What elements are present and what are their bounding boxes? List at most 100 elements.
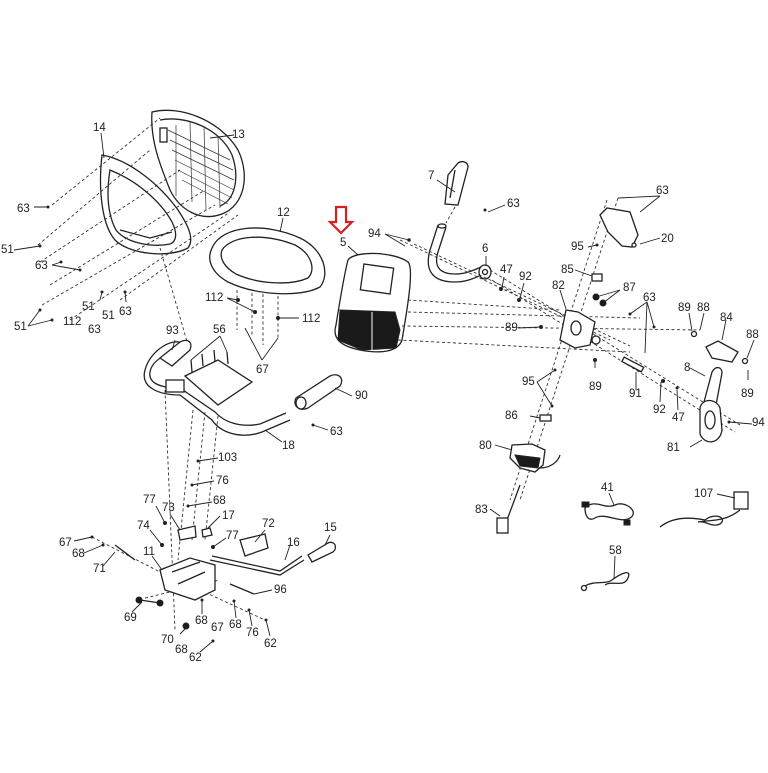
leader-lines <box>13 132 755 653</box>
part-label-68: 68 <box>175 644 188 656</box>
part-label-93: 93 <box>166 325 179 337</box>
part-label-68: 68 <box>213 495 226 507</box>
part-label-103: 103 <box>218 452 238 464</box>
part-label-41: 41 <box>601 482 614 494</box>
part-label-88: 88 <box>746 329 759 341</box>
part-label-107: 107 <box>694 488 714 500</box>
part-label-16: 16 <box>287 537 300 549</box>
part-label-20: 20 <box>661 233 674 245</box>
part-label-14: 14 <box>93 122 106 134</box>
highlight-arrow <box>327 205 355 235</box>
grip-93 <box>158 339 192 367</box>
part-label-92: 92 <box>653 404 666 416</box>
part-label-85: 85 <box>561 264 574 276</box>
part-label-112: 112 <box>302 313 321 325</box>
cover-20 <box>599 207 639 248</box>
part-label-77: 77 <box>226 530 239 542</box>
part-label-77: 77 <box>143 494 156 506</box>
part-label-88: 88 <box>697 302 710 314</box>
part-label-68: 68 <box>229 619 242 631</box>
crank-arm-91 <box>621 356 645 373</box>
part-label-112: 112 <box>205 292 224 304</box>
part-label-63: 63 <box>88 324 101 336</box>
part-label-63: 63 <box>119 306 132 318</box>
handle-grip-7 <box>444 160 469 206</box>
part-label-82: 82 <box>552 280 565 292</box>
cable-41 <box>581 501 634 526</box>
part-label-63: 63 <box>330 426 343 438</box>
part-label-89: 89 <box>741 388 754 400</box>
part-label-62: 62 <box>189 652 202 664</box>
grip-90 <box>294 374 343 410</box>
part-label-8: 8 <box>684 362 691 374</box>
part-label-63: 63 <box>507 198 520 210</box>
part-label-91: 91 <box>629 388 642 400</box>
knob-73 <box>177 525 197 541</box>
part-label-68: 68 <box>195 615 208 627</box>
part-label-84: 84 <box>720 312 733 324</box>
seat-plate <box>165 359 254 406</box>
axle-96 <box>229 583 255 595</box>
part-label-89: 89 <box>505 322 518 334</box>
part-label-71: 71 <box>93 563 106 575</box>
part-label-11: 11 <box>143 546 155 558</box>
part-label-81: 81 <box>667 442 680 454</box>
bracket-6 <box>478 264 492 280</box>
part-label-76: 76 <box>246 627 259 639</box>
part-label-74: 74 <box>137 520 150 532</box>
ac-adapter-107 <box>659 491 749 528</box>
stabilizer-83 <box>496 484 521 534</box>
part-label-47: 47 <box>672 412 685 424</box>
part-label-112: 112 <box>63 316 82 328</box>
part-label-69: 69 <box>124 612 137 624</box>
part-label-13: 13 <box>232 129 245 141</box>
part-label-89: 89 <box>589 381 602 393</box>
part-label-63: 63 <box>35 260 48 272</box>
part-label-83: 83 <box>475 504 488 516</box>
part-label-80: 80 <box>479 440 492 452</box>
part-label-76: 76 <box>216 475 229 487</box>
part-label-95: 95 <box>522 376 535 388</box>
bracket-11 <box>159 557 216 601</box>
part-label-86: 86 <box>505 410 518 422</box>
part-label-62: 62 <box>264 638 277 650</box>
seat-cushion-12 <box>209 227 326 345</box>
part-label-63: 63 <box>656 185 669 197</box>
part-label-94: 94 <box>368 228 381 240</box>
lever-16 <box>209 555 305 576</box>
part-label-51: 51 <box>82 301 95 313</box>
part-label-68: 68 <box>72 548 85 560</box>
cable-58 <box>580 572 630 592</box>
axle-71 <box>114 544 136 561</box>
part-label-15: 15 <box>324 522 337 534</box>
part-label-89: 89 <box>678 302 691 314</box>
part-label-6: 6 <box>482 243 489 255</box>
sensor-85 <box>591 273 603 282</box>
bolts-56 <box>190 349 229 373</box>
part-label-56: 56 <box>213 324 226 336</box>
part-label-51: 51 <box>14 321 27 333</box>
part-label-67: 67 <box>59 537 72 549</box>
part-label-47: 47 <box>500 264 513 276</box>
frame-plate-82 <box>559 309 601 349</box>
console-alignment-lines <box>397 299 701 353</box>
part-label-58: 58 <box>609 545 622 557</box>
part-label-5: 5 <box>340 237 347 249</box>
part-label-63: 63 <box>643 292 656 304</box>
part-label-70: 70 <box>161 634 174 646</box>
part-label-51: 51 <box>102 310 115 322</box>
part-label-95: 95 <box>571 241 584 253</box>
part-label-90: 90 <box>355 390 368 402</box>
frame-base-80 <box>509 443 561 473</box>
wheel-70 <box>182 622 190 630</box>
part-label-96: 96 <box>274 584 287 596</box>
part-label-72: 72 <box>262 518 275 530</box>
part-label-92: 92 <box>519 271 532 283</box>
part-label-51: 51 <box>1 244 14 256</box>
axle-69 <box>135 596 164 607</box>
part-label-63: 63 <box>17 203 30 215</box>
pedal-8 <box>703 366 723 406</box>
